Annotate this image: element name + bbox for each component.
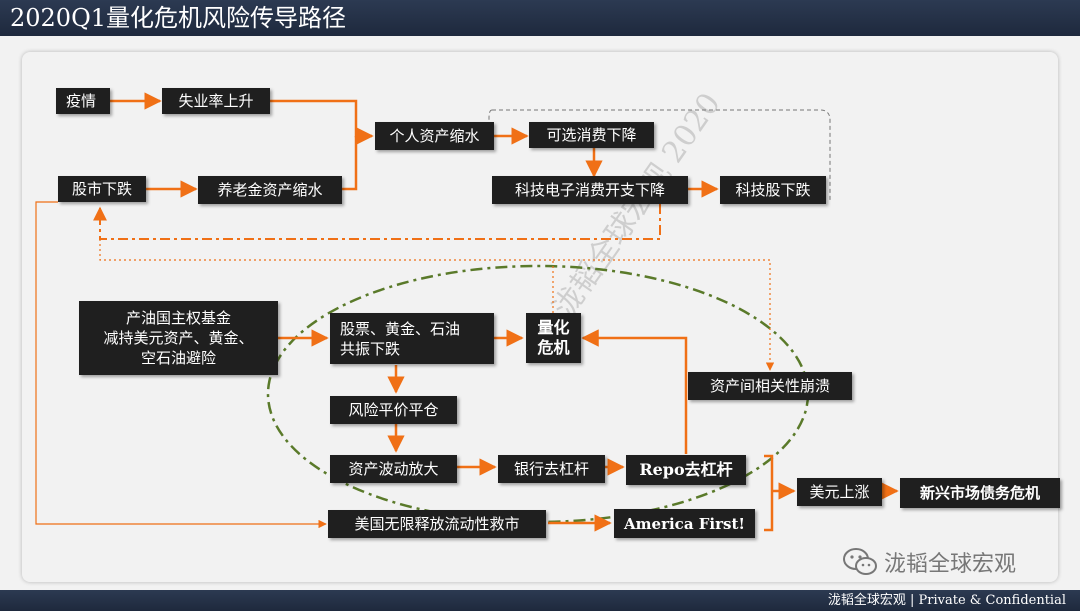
page-title: 2020Q1量化危机风险传导路径 xyxy=(10,4,347,32)
arrow-quant-correlation xyxy=(553,259,775,371)
quant-crisis-line-1: 量化 xyxy=(537,318,570,337)
wechat-icon xyxy=(843,548,877,575)
node-risk-parity: 风险平价平仓 xyxy=(330,396,457,424)
header-bar: 2020Q1量化危机风险传导路径 xyxy=(0,0,1080,36)
consumption-bracket xyxy=(488,109,831,200)
node-pension: 养老金资产缩水 xyxy=(198,176,342,204)
node-cofall: 股票、黄金、石油 共振下跌 xyxy=(330,313,494,364)
node-america-first: America First! xyxy=(614,509,755,538)
node-stock-drop: 股市下跌 xyxy=(58,176,146,202)
node-correlation: 资产间相关性崩溃 xyxy=(688,372,852,400)
node-tech-consumer: 科技电子消费开支下降 xyxy=(492,176,688,204)
arrow-stock-usliquidity xyxy=(35,201,327,529)
node-oil-fund: 产油国主权基金 减持美元资产、黄金、 空石油避险 xyxy=(79,301,278,375)
cofall-line-1: 股票、黄金、石油 xyxy=(340,319,461,338)
oil-fund-line-1: 产油国主权基金 xyxy=(125,309,231,327)
node-repo: Repo去杠杆 xyxy=(626,455,746,485)
node-unemployment: 失业率上升 xyxy=(162,88,270,114)
node-epidemic: 疫情 xyxy=(56,88,110,114)
oil-fund-line-2: 减持美元资产、黄金、 xyxy=(103,329,254,347)
node-volatility: 资产波动放大 xyxy=(330,455,457,483)
usd-bracket xyxy=(764,454,794,532)
footer-text: 泷韬全球宏观 | Private & Confidential xyxy=(827,593,1066,608)
node-tech-stocks: 科技股下跌 xyxy=(720,176,826,204)
line-quant-feedback xyxy=(99,239,554,313)
node-usd-up: 美元上涨 xyxy=(797,478,882,506)
footer-bar: 泷韬全球宏观 | Private & Confidential xyxy=(0,590,1080,611)
arrow-tech-stockmarket xyxy=(93,204,661,240)
quant-crisis-line-2: 危机 xyxy=(537,338,570,357)
node-em-debt: 新兴市场债务危机 xyxy=(900,478,1060,508)
node-personal-assets: 个人资产缩水 xyxy=(375,122,494,150)
arrow-unemployment-personal xyxy=(270,99,374,145)
brand-mark: 泷韬全球宏观 xyxy=(842,546,1016,578)
arrow-repo-quant xyxy=(581,329,688,454)
node-discretionary: 可选消费下降 xyxy=(529,122,654,148)
node-bank-delever: 银行去杠杆 xyxy=(498,455,605,483)
oil-fund-line-3: 空石油避险 xyxy=(140,349,216,367)
brand-name: 泷韬全球宏观 xyxy=(884,552,1017,577)
cofall-line-2: 共振下跌 xyxy=(340,339,401,358)
arrow-pension-personal xyxy=(342,136,358,191)
node-us-liquidity: 美国无限释放流动性救市 xyxy=(328,510,546,538)
node-quant-crisis: 量化 危机 xyxy=(526,313,581,363)
